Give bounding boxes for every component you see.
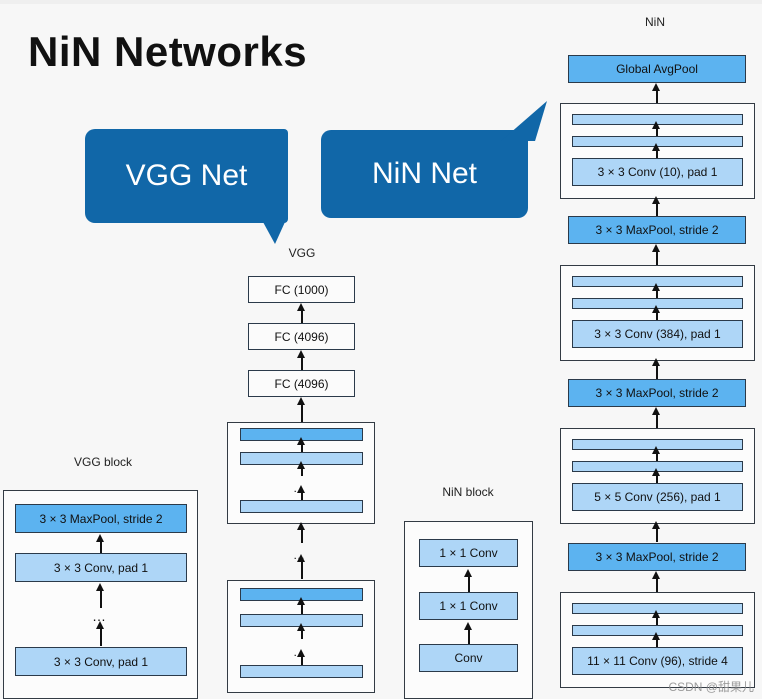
caption-vgg-block: VGG block: [73, 455, 133, 469]
nin-group-conv256-arrow-1: [653, 446, 660, 461]
nin-arrow-1: [653, 83, 660, 106]
nin-conv-96[interactable]: 11 × 11 Conv (96), stride 4: [572, 647, 743, 675]
caption-nin-block: NiN block: [442, 485, 494, 499]
callout-vgg-tail-icon: [263, 222, 285, 244]
vgg-arrow-between-a: [298, 522, 305, 543]
vgg-group-top-row-3[interactable]: [240, 500, 363, 513]
top-strip: [0, 0, 762, 4]
nin-maxpool-2[interactable]: 3 × 3 MaxPool, stride 2: [568, 379, 746, 407]
vgg-fc-1000[interactable]: FC (1000): [248, 276, 355, 303]
nin-arrow-3: [653, 244, 660, 266]
nin-arrow-7: [653, 571, 660, 593]
vgg-group-top-arrow-2: [298, 461, 305, 476]
nin-group-conv10-arrow-2: [653, 143, 660, 158]
nin-arrow-5: [653, 407, 660, 429]
caption-vgg: VGG: [288, 246, 316, 260]
vgg-arrow-fc2: [298, 350, 305, 371]
nin-maxpool-3[interactable]: 3 × 3 MaxPool, stride 2: [568, 543, 746, 571]
nin-block-conv1x1-mid[interactable]: 1 × 1 Conv: [419, 592, 518, 620]
nin-group-conv384-arrow-2: [653, 305, 660, 320]
vgg-block-arrow-3: [97, 621, 104, 646]
vgg-block-conv-bottom[interactable]: 3 × 3 Conv, pad 1: [15, 647, 187, 676]
nin-arrow-2: [653, 196, 660, 217]
nin-global-avgpool[interactable]: Global AvgPool: [568, 55, 746, 83]
vgg-group-bottom-arrow-1: [298, 597, 305, 614]
nin-group-conv256-arrow-2: [653, 468, 660, 483]
vgg-group-bottom-arrow-3: [298, 649, 305, 666]
nin-block-conv1x1-top[interactable]: 1 × 1 Conv: [419, 539, 518, 567]
nin-group-conv384-arrow-1: [653, 283, 660, 298]
vgg-fc-4096-a[interactable]: FC (4096): [248, 323, 355, 350]
callout-nin-tail-icon: [501, 101, 547, 141]
nin-group-conv10-arrow-1: [653, 121, 660, 136]
nin-group-conv96-arrow-2: [653, 632, 660, 647]
vgg-arrow-fc1: [298, 303, 305, 324]
vgg-arrow-fc3: [298, 397, 305, 423]
vgg-fc-4096-b[interactable]: FC (4096): [248, 370, 355, 397]
nin-group-conv96-arrow-1: [653, 610, 660, 625]
nin-maxpool-1[interactable]: 3 × 3 MaxPool, stride 2: [568, 216, 746, 244]
vgg-group-bottom-row-3[interactable]: [240, 665, 363, 678]
vgg-block-conv-top[interactable]: 3 × 3 Conv, pad 1: [15, 553, 187, 582]
callout-vgg-net[interactable]: VGG Net: [85, 129, 288, 244]
vgg-arrow-between-b: [298, 554, 305, 579]
callout-vgg-net-label: VGG Net: [125, 159, 248, 192]
page-title: NiN Networks: [28, 28, 308, 75]
nin-conv-256[interactable]: 5 × 5 Conv (256), pad 1: [572, 483, 743, 511]
nin-block-conv[interactable]: Conv: [419, 644, 518, 672]
nin-conv-10[interactable]: 3 × 3 Conv (10), pad 1: [572, 158, 743, 186]
nin-conv-384[interactable]: 3 × 3 Conv (384), pad 1: [572, 320, 743, 348]
vgg-group-bottom-arrow-2: [298, 623, 305, 639]
callout-nin-net[interactable]: NiN Net: [321, 101, 547, 218]
watermark: CSDN @甜果儿: [668, 680, 754, 694]
vgg-block-arrow-1: [97, 534, 104, 559]
nin-arrow-6: [653, 521, 660, 542]
vgg-block-ellipsis: …: [92, 608, 108, 624]
caption-nin: NiN: [645, 15, 665, 29]
callout-nin-net-label: NiN Net: [371, 157, 477, 190]
nin-block-arrow-1: [465, 569, 472, 593]
vgg-block-maxpool[interactable]: 3 × 3 MaxPool, stride 2: [15, 504, 187, 533]
nin-arrow-4: [653, 358, 660, 379]
vgg-group-top-arrow-1: [298, 437, 305, 453]
nin-block-arrow-2: [465, 622, 472, 645]
vgg-group-top-arrow-3: [298, 485, 305, 501]
vgg-block-arrow-2: [97, 583, 104, 608]
